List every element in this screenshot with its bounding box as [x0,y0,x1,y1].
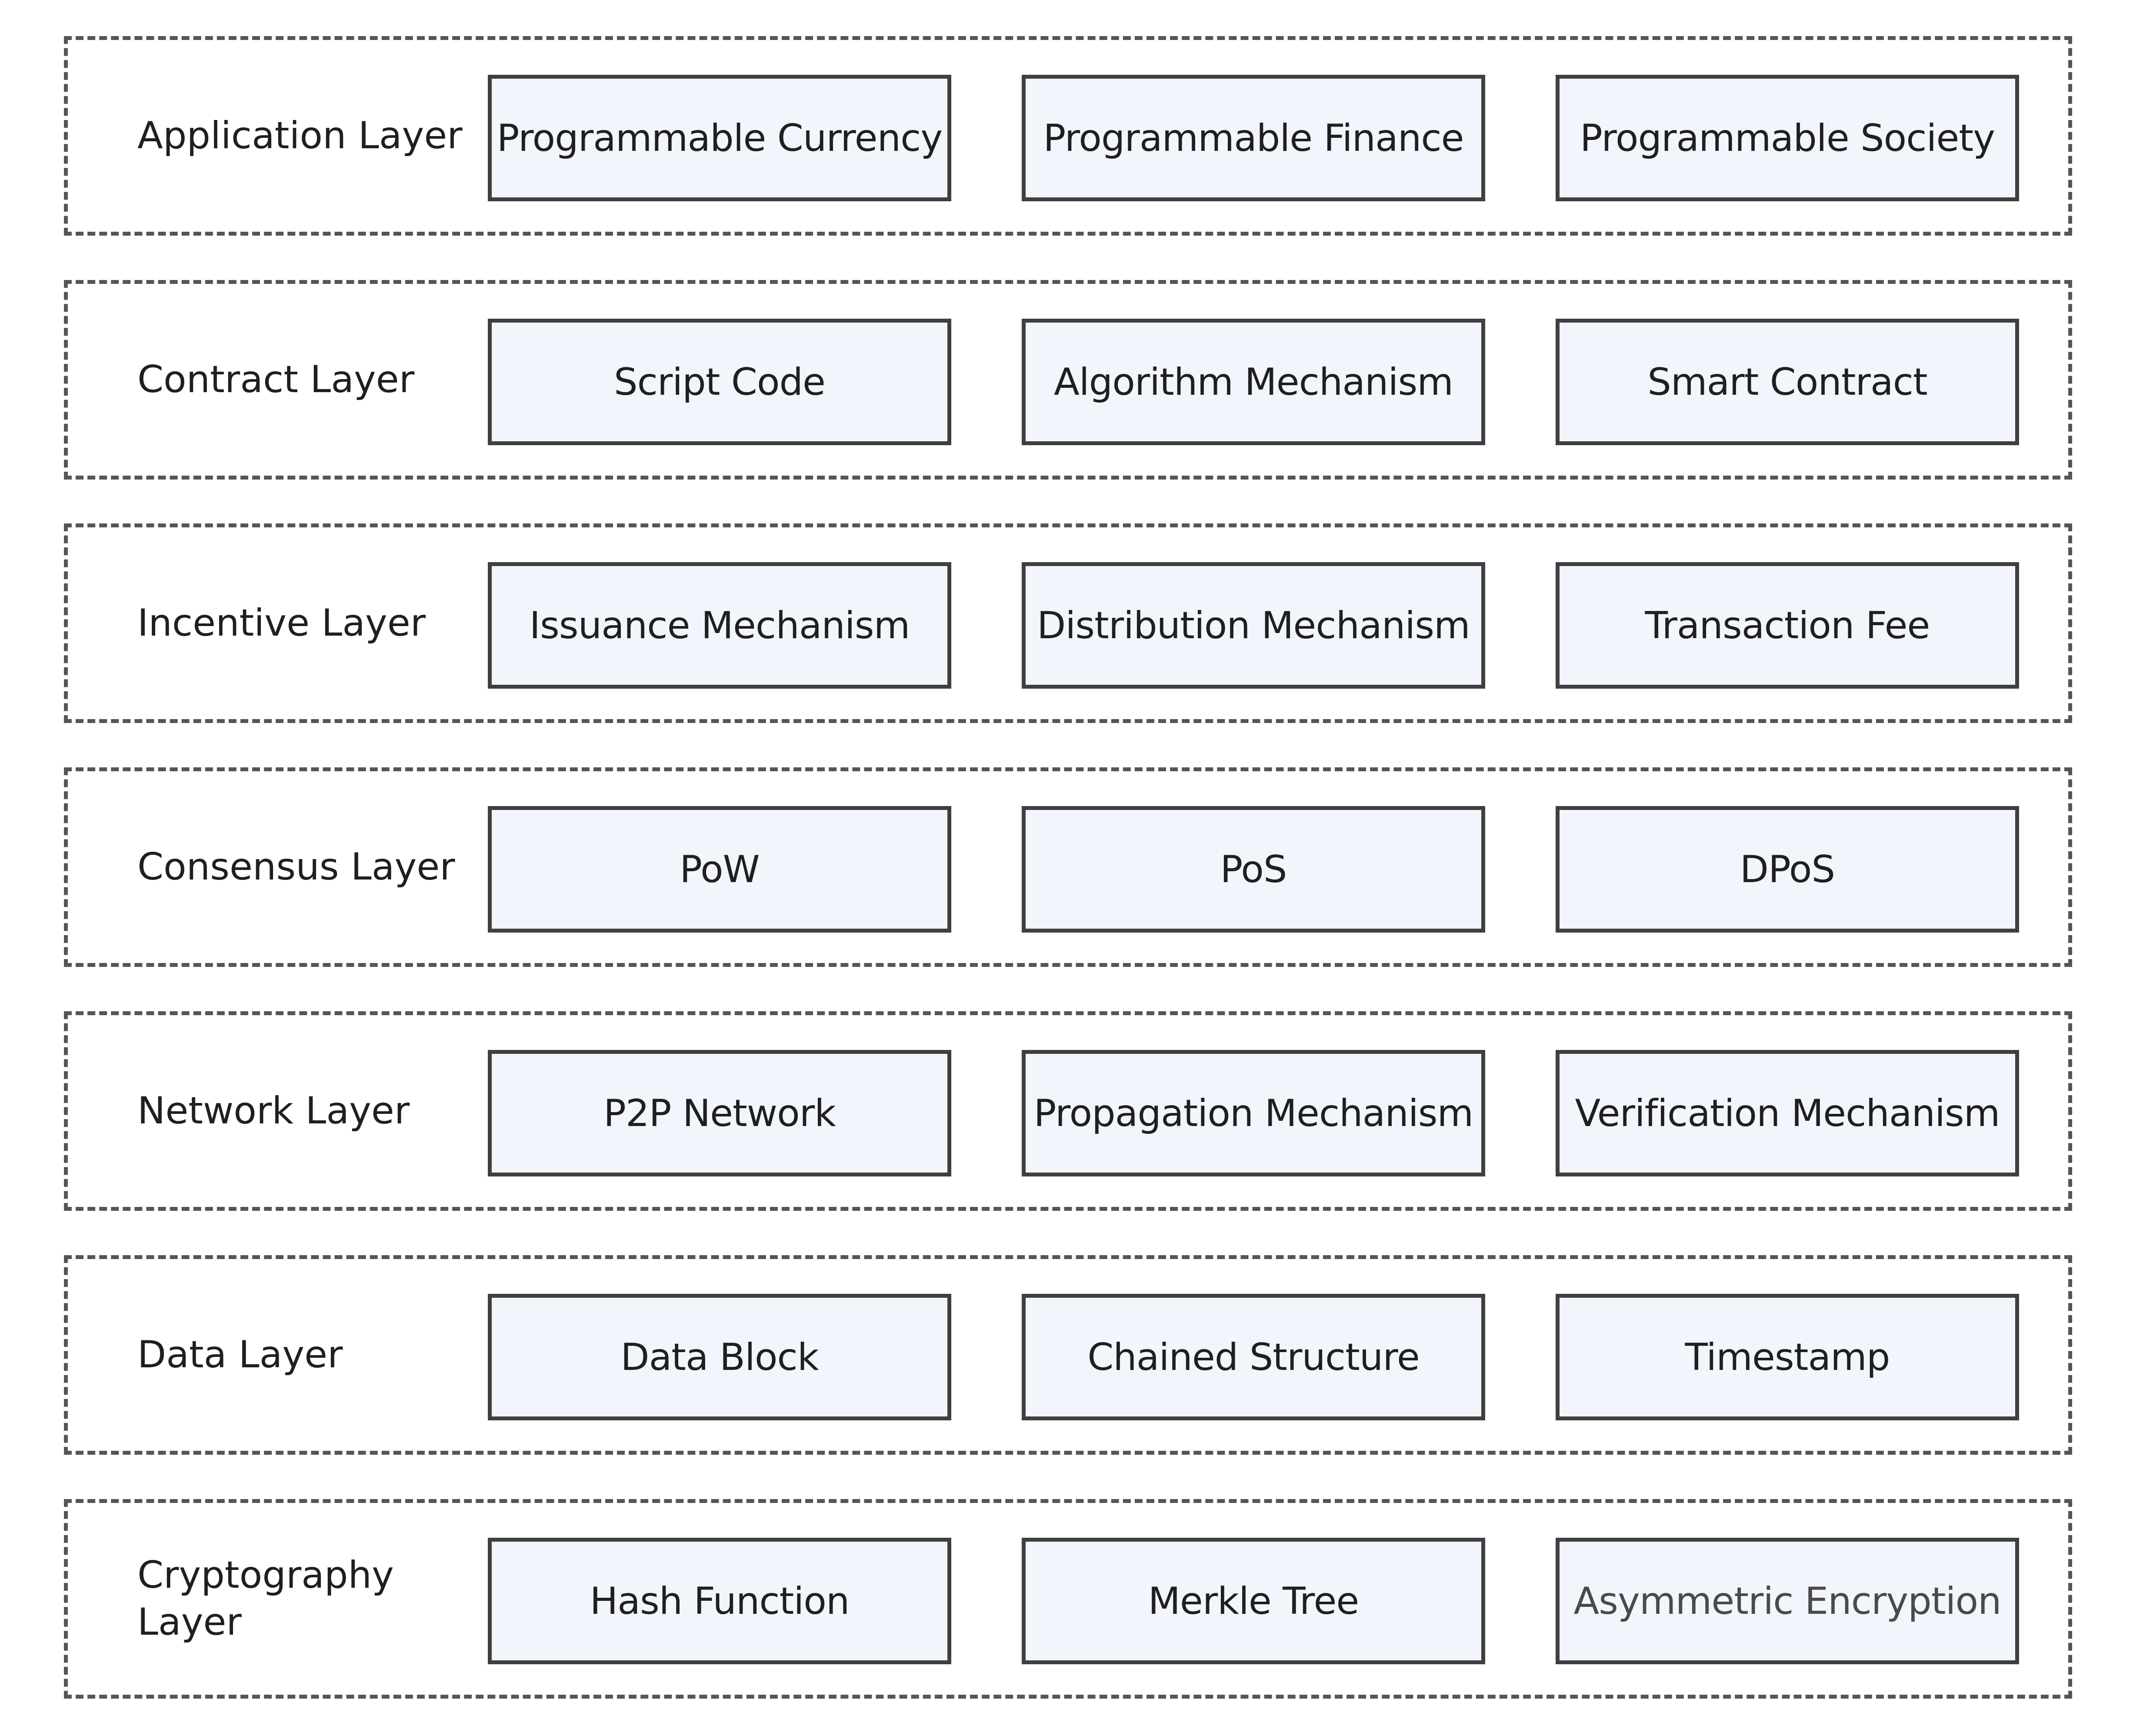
layer-consensus: Consensus Layer PoW PoS DPoS [64,767,2072,967]
layer-label: Data Layer [137,1333,343,1376]
component-box: Programmable Society [1556,75,2019,201]
component-box: PoW [488,806,951,933]
component-box: Programmable Currency [488,75,951,201]
component-box: PoS [1022,806,1485,933]
layer-application: Application Layer Programmable Currency … [64,36,2072,236]
layer-label: Incentive Layer [137,601,426,645]
component-box: Asymmetric Encryption [1556,1538,2019,1664]
component-box: Hash Function [488,1538,951,1664]
layer-label: Application Layer [137,113,463,157]
component-box: Algorithm Mechanism [1022,319,1485,445]
component-box: Merkle Tree [1022,1538,1485,1664]
component-box: Timestamp [1556,1294,2019,1420]
component-box: P2P Network [488,1050,951,1176]
layer-label: Network Layer [137,1089,410,1133]
layer-incentive: Incentive Layer Issuance Mechanism Distr… [64,523,2072,723]
component-box: Verification Mechanism [1556,1050,2019,1176]
layer-cryptography: Cryptography Layer Hash Function Merkle … [64,1499,2072,1699]
component-box: Transaction Fee [1556,562,2019,689]
layer-data: Data Layer Data Block Chained Structure … [64,1255,2072,1455]
component-box: Smart Contract [1556,319,2019,445]
layer-label: Cryptography Layer [137,1553,394,1644]
component-box: Script Code [488,319,951,445]
component-box: Distribution Mechanism [1022,562,1485,689]
component-box: DPoS [1556,806,2019,933]
layer-contract: Contract Layer Script Code Algorithm Mec… [64,280,2072,480]
component-box: Issuance Mechanism [488,562,951,689]
component-box: Chained Structure [1022,1294,1485,1420]
component-box: Programmable Finance [1022,75,1485,201]
layer-network: Network Layer P2P Network Propagation Me… [64,1011,2072,1211]
component-box: Propagation Mechanism [1022,1050,1485,1176]
layer-label: Consensus Layer [137,845,455,889]
layer-label: Contract Layer [137,357,415,401]
component-box: Data Block [488,1294,951,1420]
